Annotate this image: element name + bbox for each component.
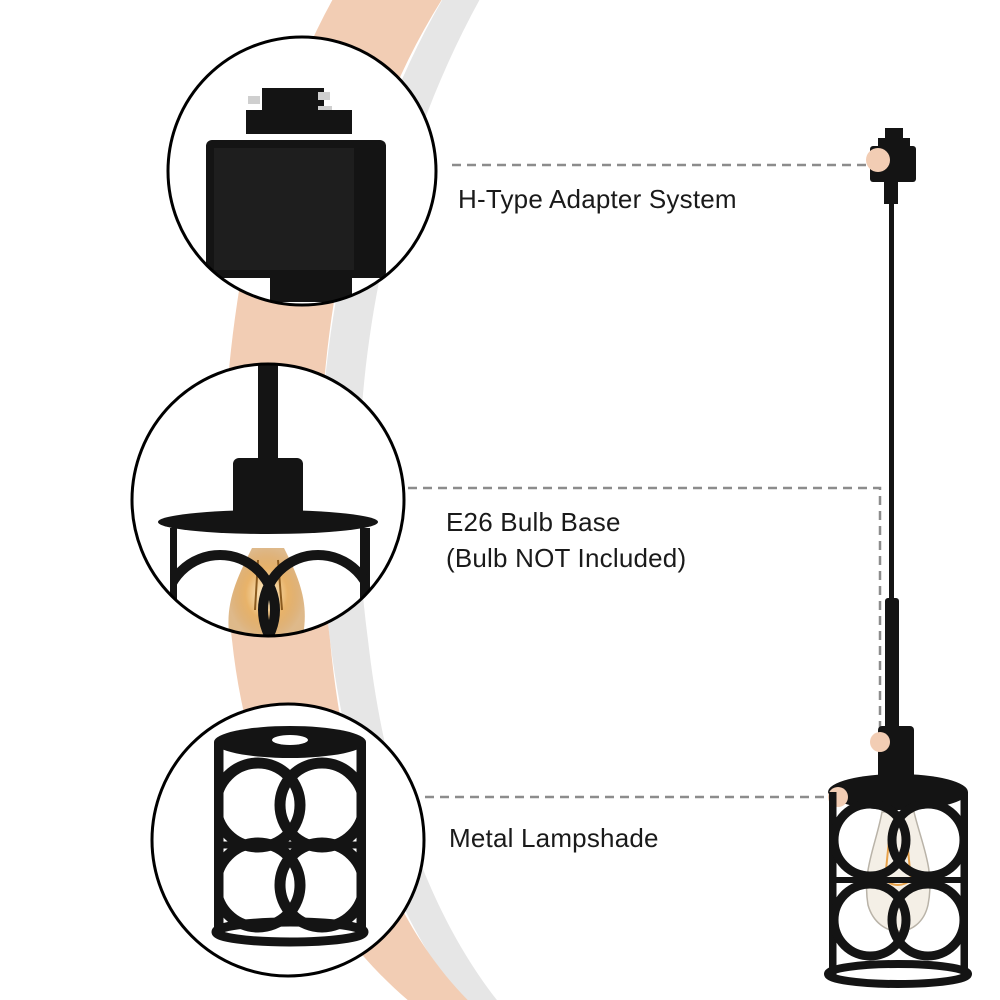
socket-knob bbox=[870, 732, 890, 752]
pendant-cord bbox=[889, 200, 894, 600]
zoom-circle-bulb-base bbox=[130, 362, 406, 638]
adapter-label: H-Type Adapter System bbox=[458, 184, 737, 214]
cord-sleeve bbox=[885, 598, 899, 730]
shade-bottom bbox=[211, 917, 369, 947]
cage-bottom bbox=[824, 960, 972, 988]
zoom-circle-adapter bbox=[166, 35, 438, 307]
adapter-top bbox=[878, 138, 910, 148]
bulb-base-callout: E26 Bulb Base (Bulb NOT Included) bbox=[446, 504, 686, 576]
adapter-knob bbox=[866, 148, 890, 172]
leader-bulb-base bbox=[408, 486, 882, 735]
lampshade-label: Metal Lampshade bbox=[449, 823, 659, 853]
base-cord bbox=[258, 364, 278, 470]
adapter-callout: H-Type Adapter System bbox=[458, 181, 737, 217]
lampshade-callout: Metal Lampshade bbox=[449, 820, 659, 856]
base-cap bbox=[233, 458, 303, 520]
bulb-not-included-note: (Bulb NOT Included) bbox=[446, 543, 687, 573]
zoom-circle-lampshade bbox=[150, 702, 426, 978]
bulb-base-label: E26 Bulb Base bbox=[446, 507, 621, 537]
pendant-fixture bbox=[824, 128, 972, 988]
adapter-pins bbox=[262, 88, 324, 114]
leader-lines bbox=[408, 163, 882, 799]
adapter-neck bbox=[884, 182, 898, 204]
adapter-clip bbox=[885, 128, 903, 140]
